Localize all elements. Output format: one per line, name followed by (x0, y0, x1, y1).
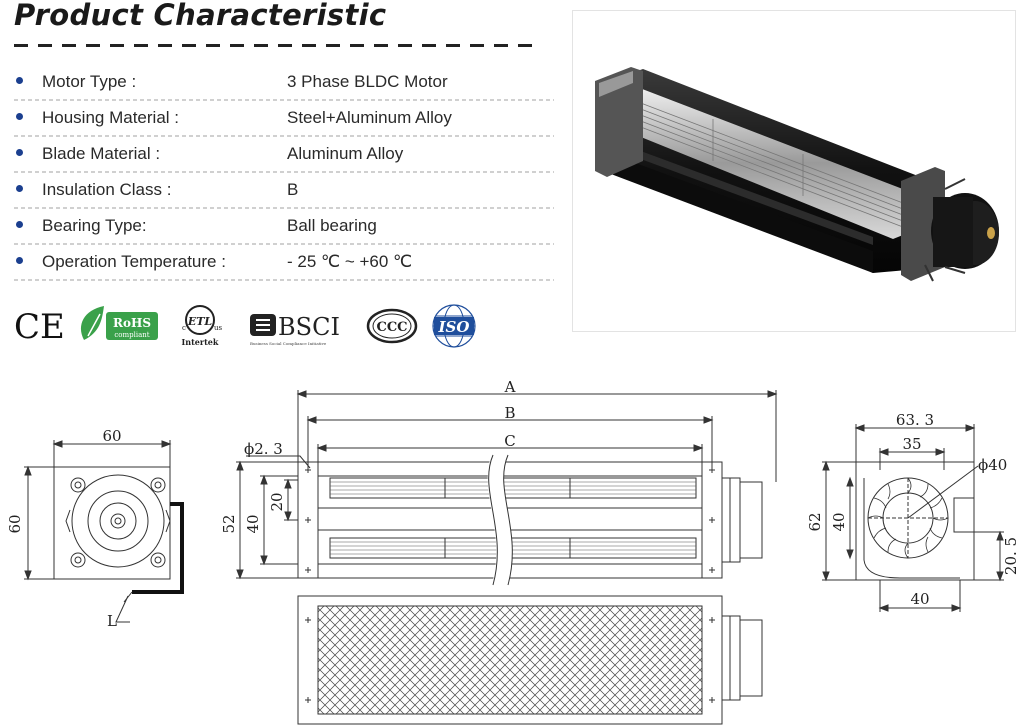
bullet-icon (16, 221, 23, 228)
front-width-label: 60 (102, 427, 121, 445)
spec-value: Steel+Aluminum Alloy (287, 108, 452, 127)
svg-text:ETL: ETL (187, 315, 213, 328)
svg-text:RoHS: RoHS (113, 316, 151, 330)
dim-b-label: B (504, 404, 515, 422)
cross-flow-fan-image (595, 67, 999, 282)
top-view (297, 595, 763, 725)
spec-list: Motor Type : 3 Phase BLDC Motor Housing M… (14, 66, 554, 282)
spec-value: Ball bearing (287, 216, 377, 235)
bullet-icon (16, 185, 23, 192)
lead-label: L (107, 612, 117, 630)
end-width-label: 63. 3 (896, 411, 934, 429)
spec-row: Operation Temperature : - 25 ℃ ~ +60 ℃ (14, 246, 554, 282)
front-height-label: 60 (6, 514, 24, 533)
hole-label: ϕ2. 3 (244, 440, 283, 458)
spec-label: Bearing Type: (42, 216, 147, 235)
spec-row: Housing Material : Steel+Aluminum Alloy (14, 102, 554, 138)
bullet-icon (16, 77, 23, 84)
spec-label: Insulation Class : (42, 180, 172, 199)
svg-text:compliant: compliant (114, 331, 149, 339)
rohs-logo-icon: RoHS compliant (80, 306, 158, 340)
spec-row: Blade Material : Aluminum Alloy (14, 138, 554, 174)
end-20-5-label: 20. 5 (1002, 537, 1020, 575)
side-20-label: 20 (268, 492, 286, 511)
svg-text:us: us (214, 324, 223, 332)
spec-row: Insulation Class : B (14, 174, 554, 210)
etl-intertek-logo-icon: ETL c us Intertek (182, 305, 223, 347)
spec-label: Blade Material : (42, 144, 161, 163)
spec-value: B (287, 180, 299, 199)
svg-text:c: c (182, 324, 186, 332)
end-40-horizontal-label: 40 (910, 590, 929, 608)
svg-text:Business Social Compliance Ini: Business Social Compliance Initiative (250, 341, 327, 346)
spec-label: Housing Material : (42, 108, 180, 127)
end-62-label: 62 (806, 512, 824, 531)
dim-a-label: A (504, 378, 516, 396)
product-photo (572, 10, 1016, 332)
svg-text:Intertek: Intertek (182, 337, 219, 347)
bullet-icon (16, 149, 23, 156)
side-40-label: 40 (244, 514, 262, 533)
page-title: Product Characteristic (14, 0, 387, 32)
title-underline (14, 44, 534, 47)
dim-c-label: C (504, 432, 515, 450)
bsci-logo-icon: BSCI Business Social Compliance Initiati… (250, 313, 340, 346)
svg-text:CCC: CCC (376, 320, 407, 335)
bullet-icon (16, 113, 23, 120)
front-view (24, 440, 184, 623)
spec-value: Aluminum Alloy (287, 144, 404, 163)
bullet-icon (16, 257, 23, 264)
technical-drawing: 60 60 L A B C ϕ2. 3 52 40 20 63. 3 35 ϕ4… (6, 378, 1020, 725)
svg-text:CE: CE (14, 307, 65, 347)
end-40-vertical-label: 40 (830, 512, 848, 531)
spec-label: Operation Temperature : (42, 252, 226, 271)
ccc-logo-icon: CCC (366, 308, 418, 344)
spec-row: Motor Type : 3 Phase BLDC Motor (14, 66, 554, 102)
spec-value: - 25 ℃ ~ +60 ℃ (287, 252, 413, 271)
end-diameter-label: ϕ40 (978, 456, 1007, 474)
spec-label: Motor Type : (42, 72, 137, 91)
side-view (236, 390, 778, 588)
end-35-label: 35 (902, 435, 921, 453)
iso-logo-icon: ISO (432, 304, 476, 348)
svg-text:ISO: ISO (438, 318, 470, 336)
end-view (822, 424, 1004, 612)
spec-row: Bearing Type: Ball bearing (14, 210, 554, 246)
spec-value: 3 Phase BLDC Motor (287, 72, 448, 91)
ce-logo-icon: CE (14, 307, 65, 347)
svg-text:BSCI: BSCI (278, 313, 340, 341)
certification-logos: CE RoHS compliant ETL c us Intertek BSCI… (14, 304, 476, 348)
side-52-label: 52 (220, 514, 238, 533)
